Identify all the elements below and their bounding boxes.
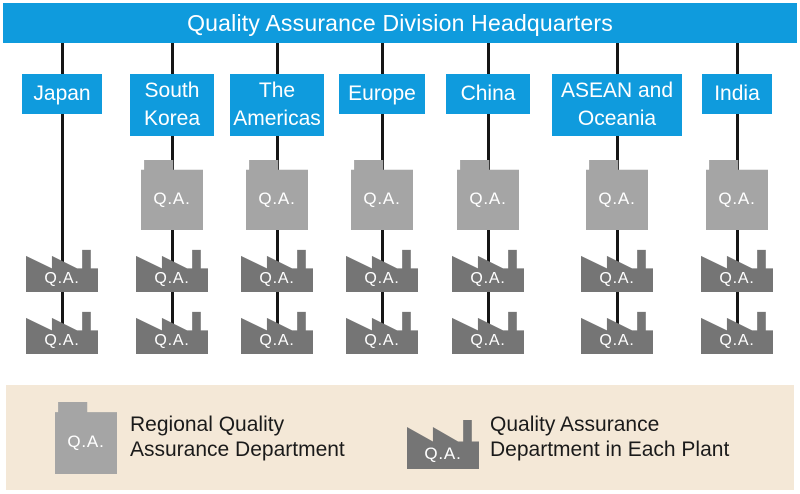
qa-label: Q.A. — [469, 189, 507, 208]
qa-label: Q.A. — [470, 332, 506, 349]
qa-label: Q.A. — [258, 189, 296, 208]
qa-label: Q.A. — [153, 189, 191, 208]
qa-label: Q.A. — [259, 332, 295, 349]
connector-line — [61, 43, 64, 330]
region-box-the-americas: The Americas — [230, 74, 324, 136]
qa-label: Q.A. — [599, 270, 635, 287]
region-box-china: China — [446, 74, 530, 114]
qa-label: Q.A. — [718, 189, 756, 208]
qa-label: Q.A. — [363, 189, 401, 208]
region-label: Europe — [348, 81, 416, 105]
region-label: China — [460, 81, 516, 105]
legend: Q.A. Regional Quality Assurance Departme… — [6, 385, 794, 490]
regional-qa-icon: Q.A. — [351, 160, 413, 230]
qa-label: Q.A. — [364, 332, 400, 349]
qa-label: Q.A. — [364, 270, 400, 287]
region-box-south-korea: South Korea — [130, 74, 214, 136]
region-label: ASEAN and Oceania — [560, 78, 674, 130]
regional-qa-icon: Q.A. — [246, 160, 308, 230]
qa-label: Q.A. — [154, 270, 190, 287]
qa-label: Q.A. — [44, 332, 80, 349]
regional-qa-icon: Q.A. — [586, 160, 648, 230]
region-label: South Korea — [143, 78, 201, 130]
headquarters-title: Quality Assurance Division Headquarters — [187, 9, 613, 36]
region-label: Japan — [33, 81, 91, 105]
factory-icon: Q.A. — [407, 420, 479, 469]
region-label: The Americas — [233, 78, 321, 130]
regional-qa-icon: Q.A. — [141, 160, 203, 230]
region-box-india: India — [702, 74, 772, 114]
region-box-japan: Japan — [22, 74, 102, 114]
qa-label: Q.A. — [719, 332, 755, 349]
region-box-asean-oceania: ASEAN and Oceania — [552, 74, 682, 136]
legend-label-plant: Quality Assurance Department in Each Pla… — [490, 413, 730, 461]
region-label: India — [714, 81, 760, 105]
headquarters-box: Quality Assurance Division Headquarters — [3, 3, 797, 43]
qa-label: Q.A. — [598, 189, 636, 208]
qa-label: Q.A. — [154, 332, 190, 349]
regional-qa-icon: Q.A. — [706, 160, 768, 230]
factory-icon: Q.A. — [26, 311, 98, 354]
region-box-europe: Europe — [339, 74, 425, 114]
qa-label: Q.A. — [470, 270, 506, 287]
qa-label: Q.A. — [44, 270, 80, 287]
qa-label: Q.A. — [67, 432, 105, 451]
qa-label: Q.A. — [719, 270, 755, 287]
regional-qa-icon: Q.A. — [457, 160, 519, 230]
legend-label-regional: Regional Quality Assurance Department — [130, 413, 345, 461]
qa-label: Q.A. — [259, 270, 295, 287]
regional-qa-icon: Q.A. — [55, 402, 117, 474]
qa-label: Q.A. — [424, 444, 462, 463]
qa-label: Q.A. — [599, 332, 635, 349]
